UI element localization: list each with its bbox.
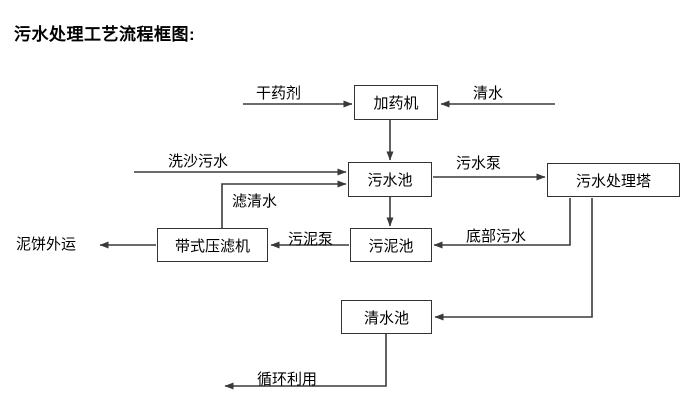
label-sewage-pump: 污水泵 [456,155,502,172]
node-label: 加药机 [373,95,419,112]
node-wastewater-pool[interactable]: 污水池 [348,162,432,197]
node-label: 带式压滤机 [174,237,250,255]
node-label: 清水池 [363,309,409,327]
label-clean-water-inlet: 清水 [473,85,504,102]
page-title: 污水处理工艺流程框图: [14,25,196,44]
node-label: 污水处理塔 [575,172,651,190]
wire-tower-to-clean-water-pool [434,198,593,321]
label-sand-washing-wastewater: 洗沙污水 [168,153,229,170]
label-dry-chemical: 干药剂 [256,85,302,102]
node-dosing-machine[interactable]: 加药机 [354,85,438,120]
node-treatment-tower[interactable]: 污水处理塔 [547,163,680,197]
node-clean-water-pool[interactable]: 清水池 [341,300,432,334]
label-bottom-sewage: 底部污水 [466,228,527,245]
node-label: 污水池 [367,172,413,189]
node-sludge-pool[interactable]: 污泥池 [350,228,432,262]
node-belt-filter-press[interactable]: 带式压滤机 [157,228,268,262]
node-label: 污泥池 [368,237,414,255]
label-filtered-clear-water: 滤清水 [232,193,278,210]
label-recycling-reuse: 循环利用 [257,371,318,388]
label-sludge-pump: 污泥泵 [288,231,334,248]
label-mud-cake-transport: 泥饼外运 [16,236,77,253]
